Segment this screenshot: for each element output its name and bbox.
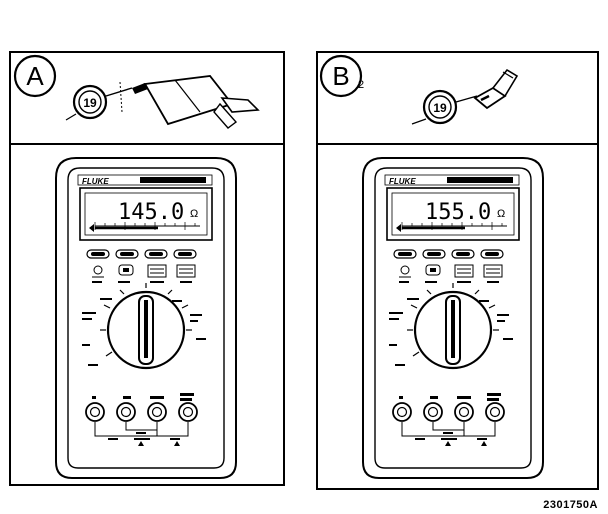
panel-b-badge: B 2 (319, 54, 364, 98)
figure-id: 2301750A (543, 499, 598, 511)
meter-reading: 155.0 (425, 200, 491, 225)
panel-b-connector-number: 19 (433, 101, 447, 115)
meter-unit: Ω (190, 208, 198, 220)
probe-connector-illustration: 19 (65, 75, 260, 129)
probe-connector-illustration: 19 (411, 68, 519, 125)
panel-b-subscript: 2 (358, 79, 364, 91)
multimeter: FLUKE 155.0 Ω (361, 156, 545, 480)
panel-a-label: A (26, 61, 44, 91)
panel-a-badge: A (13, 54, 57, 98)
meter-brand: FLUKE (82, 177, 109, 186)
panel-b: B 2 19 FLUKE 155.0 Ω (316, 51, 599, 490)
panel-b-label: B (332, 61, 349, 91)
panel-a: A 19 FLUKE 145.0 Ω (9, 51, 285, 486)
meter-reading: 145.0 (118, 200, 184, 225)
meter-unit: Ω (497, 208, 505, 220)
panel-a-connector-number: 19 (83, 96, 97, 110)
meter-brand: FLUKE (389, 177, 416, 186)
multimeter: FLUKE 145.0 Ω (54, 156, 238, 480)
